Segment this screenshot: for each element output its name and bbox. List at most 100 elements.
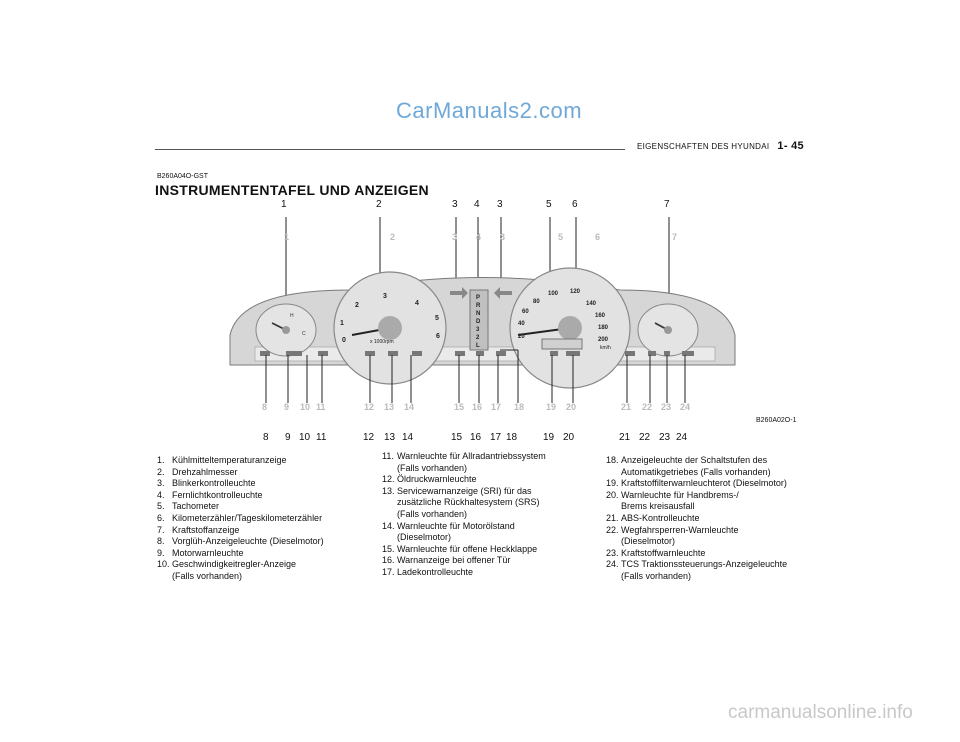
svg-text:200: 200 [598,337,609,343]
svg-text:17: 17 [491,402,501,412]
callout-20: 20 [563,432,575,443]
callout-15: 15 [451,432,463,443]
callout-23: 23 [659,432,671,443]
callout-9: 9 [285,432,291,443]
legend-continuation: (Falls vorhanden) [172,570,243,581]
svg-text:3: 3 [500,232,505,242]
callout-4: 4 [474,199,480,210]
svg-text:10: 10 [300,402,310,412]
svg-text:D: D [476,319,481,325]
svg-text:15: 15 [454,402,464,412]
legend-continuation: (Dieselmotor) [621,536,676,547]
svg-text:5: 5 [435,315,439,322]
legend-continuation: (Falls vorhanden) [621,570,692,581]
callout-3b: 3 [497,199,503,210]
watermark-top[interactable]: CarManuals2.com [396,98,583,123]
callout-16: 16 [470,432,482,443]
legend-continuation: Automatikgetriebes (Falls vorhanden) [621,466,771,477]
legend-item: 11.Warnleuchte für Allradantriebssystem [382,451,546,461]
callout-12: 12 [363,432,375,443]
svg-text:R: R [476,303,481,309]
callout-5: 5 [546,199,552,210]
legend-item: 2.Drehzahlmesser [157,466,238,477]
legend-item: 24.TCS Traktionssteuerungs-Anzeigeleucht… [606,559,788,570]
svg-text:80: 80 [533,299,540,305]
svg-text:0: 0 [342,337,346,344]
legend-item: 16.Warnanzeige bei offener Tür [382,555,511,566]
svg-text:P: P [476,295,480,301]
callout-2: 2 [376,199,382,210]
callout-22: 22 [639,432,651,443]
svg-text:120: 120 [570,289,581,295]
svg-text:3: 3 [452,232,457,242]
legend-item: 20.Warnleuchte für Handbrems-/ [606,489,739,500]
svg-text:3: 3 [476,327,480,333]
legend-column-3: 18.Anzeigeleuchte der Schaltstufen des A… [606,455,787,583]
doc-code: B260A04O-GST [157,173,208,180]
callout-18: 18 [506,432,518,443]
legend-item: 14.Warnleuchte für Motorölstand [382,520,515,531]
svg-text:14: 14 [404,402,414,412]
legend-item: 17.Ladekontrolleuchte [382,566,474,577]
svg-text:160: 160 [595,313,606,319]
legend-item: 5.Tachometer [157,501,220,512]
svg-text:C: C [302,331,306,337]
watermark-bottom[interactable]: carmanualsonline.info [728,702,913,723]
figure-code: B260A02O-1 [756,417,797,424]
legend-item: 19.Kraftstoffilterwarnleuchterot (Diesel… [606,478,787,489]
legend-column-1: 1.Kühlmitteltemperaturanzeige 2.Drehzahl… [157,455,324,583]
svg-text:km/h: km/h [600,345,611,351]
svg-text:11: 11 [316,402,326,412]
svg-text:12: 12 [364,402,374,412]
svg-text:20: 20 [518,334,525,340]
svg-text:20: 20 [566,402,576,412]
svg-text:2: 2 [476,335,480,341]
callout-19: 19 [543,432,555,443]
legend-item: 13.Servicewarnanzeige (SRI) für das [382,485,532,496]
page-header: EIGENSCHAFTEN DES HYUNDAI 1- 45 [637,140,804,152]
legend-item: 12.Öldruckwarnleuchte [382,474,477,485]
svg-text:19: 19 [546,402,556,412]
svg-text:2: 2 [390,232,395,242]
svg-text:23: 23 [661,402,671,412]
callout-1: 1 [281,199,287,210]
legend-item: 23.Kraftstoffwarnleuchte [606,547,706,558]
svg-text:7: 7 [672,232,677,242]
page-title: INSTRUMENTENTAFEL UND ANZEIGEN [155,182,429,198]
svg-text:40: 40 [518,321,525,327]
legend-item: 15.Warnleuchte für offene Heckklappe [382,543,538,554]
callout-17: 17 [490,432,502,443]
svg-text:5: 5 [558,232,563,242]
svg-text:4: 4 [476,232,481,242]
callout-8: 8 [263,432,269,443]
svg-text:4: 4 [415,300,419,307]
section-title: EIGENSCHAFTEN DES HYUNDAI [637,142,770,151]
callout-3: 3 [452,199,458,210]
svg-text:18: 18 [514,402,524,412]
svg-text:16: 16 [472,402,482,412]
svg-text:100: 100 [548,291,559,297]
svg-text:140: 140 [586,301,597,307]
svg-text:13: 13 [384,402,394,412]
svg-text:1: 1 [284,232,289,242]
svg-text:2: 2 [355,302,359,309]
legend-item: 22.Wegfahrsperren-Warnleuchte [606,524,739,535]
callout-13: 13 [384,432,396,443]
callout-21: 21 [619,432,631,443]
svg-text:H: H [290,313,294,319]
svg-text:22: 22 [642,402,652,412]
legend-item: 3.Blinkerkontrolleuchte [157,478,256,489]
callout-6: 6 [572,199,578,210]
svg-text:60: 60 [522,309,529,315]
legend-item: 7.Kraftstoffanzeige [157,524,240,535]
legend-item: 10.Geschwindigkeitregler-Anzeige [157,559,297,570]
svg-text:180: 180 [598,325,609,331]
callout-7: 7 [664,199,670,210]
callout-11: 11 [316,432,327,443]
svg-text:x 1000rpm: x 1000rpm [370,339,394,345]
legend-item: 18.Anzeigeleuchte der Schaltstufen des [606,455,768,465]
svg-text:1: 1 [340,320,344,327]
legend-item: 9.Motorwarnleuchte [157,547,244,558]
legend-item: 8.Vorglüh-Anzeigeleuchte (Dieselmotor) [157,536,324,547]
